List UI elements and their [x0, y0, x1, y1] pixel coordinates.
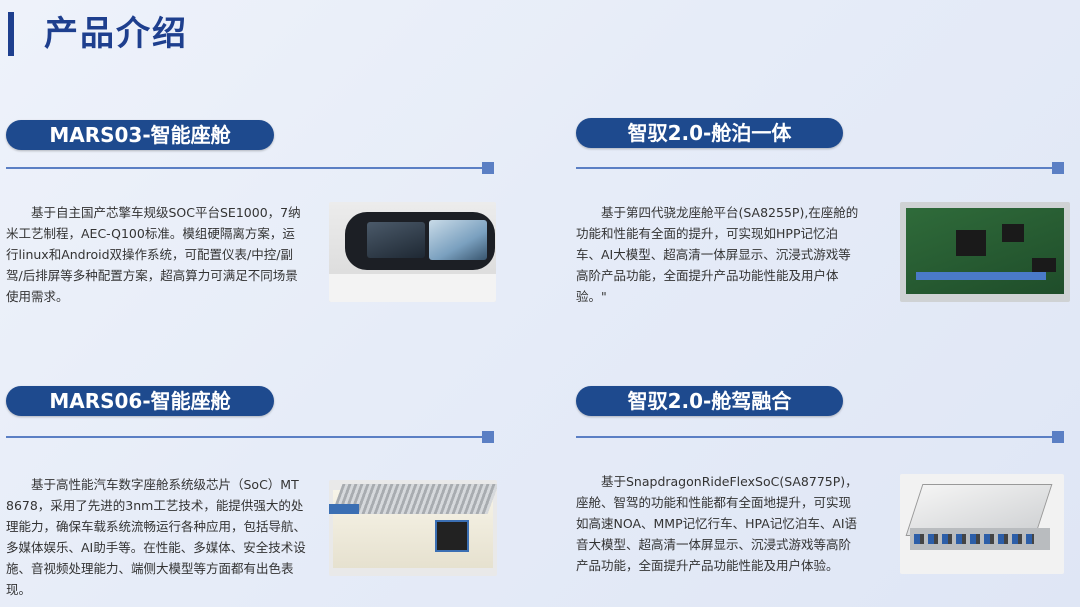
section-title-cabin-parking: 智驭2.0-舱泊一体 — [576, 118, 843, 148]
divider-end-marker — [1052, 431, 1064, 443]
divider-end-marker — [482, 431, 494, 443]
divider-end-marker — [482, 162, 494, 174]
section-title-cabin-driving: 智驭2.0-舱驾融合 — [576, 386, 843, 416]
section-divider — [576, 436, 1054, 438]
product-image-controller-box — [329, 480, 497, 576]
product-image-domain-controller — [900, 474, 1064, 574]
section-divider — [6, 167, 484, 169]
section-title-mars03: MARS03-智能座舱 — [6, 120, 274, 150]
section-title-mars06: MARS06-智能座舱 — [6, 386, 274, 416]
section-description: 基于高性能汽车数字座舱系统级芯片（SoC）MT8678，采用了先进的3nm工艺技… — [6, 477, 307, 597]
product-image-pcb — [900, 202, 1070, 302]
section-description: 基于第四代骁龙座舱平台(SA8255P),在座舱的功能和性能有全面的提升，可实现… — [576, 205, 859, 304]
section-description: 基于SnapdragonRideFlexSoC(SA8775P)，座舱、智驾的功… — [576, 474, 858, 573]
section-divider — [6, 436, 484, 438]
section-divider — [576, 167, 1054, 169]
title-accent-bar — [8, 12, 14, 56]
divider-end-marker — [1052, 162, 1064, 174]
section-description: 基于自主国产芯擎车规级SOC平台SE1000，7纳米工艺制程，AEC-Q100标… — [6, 205, 301, 304]
product-image-display — [329, 202, 496, 302]
page-title: 产品介绍 — [44, 14, 188, 54]
